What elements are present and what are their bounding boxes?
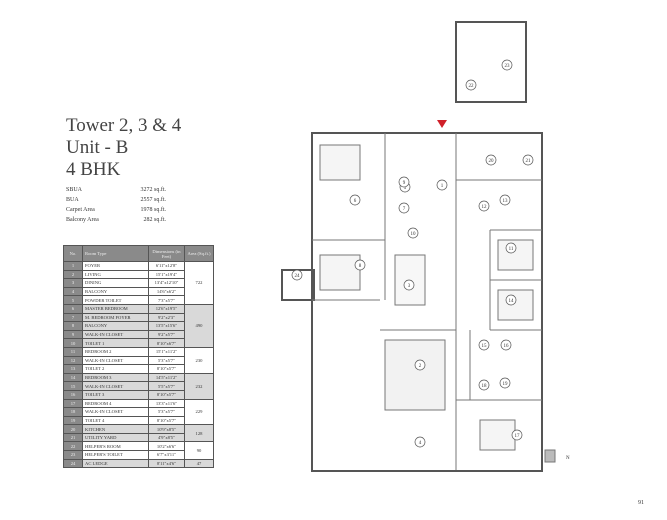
room-marker	[499, 194, 511, 206]
room-marker-label: 13	[503, 199, 509, 204]
area-value: 90	[184, 441, 214, 460]
bhk-title: 4 BHK	[66, 159, 121, 180]
spec-label: Balcony Area	[66, 217, 99, 223]
room-marker	[436, 179, 448, 191]
area-value: 232	[184, 372, 214, 400]
spec-row: SBUA 3272 sq.ft.	[66, 187, 176, 194]
spec-value: 1978 sq.ft.	[140, 207, 167, 213]
area-value: 490	[184, 303, 214, 348]
room-marker	[414, 436, 426, 448]
spec-value: 2557 sq.ft.	[140, 197, 167, 203]
area-value: 230	[184, 346, 214, 374]
area-value: 47	[184, 458, 214, 469]
room-marker	[505, 294, 517, 306]
entry-marker-icon	[437, 120, 447, 128]
room-marker-label: 10	[411, 232, 417, 237]
room-marker-label: 14	[509, 299, 515, 304]
header-room: Room Type	[82, 245, 149, 262]
room-marker-label: 11	[509, 247, 514, 252]
area-value: 229	[184, 398, 214, 426]
unit-title: Unit - B	[66, 137, 129, 158]
spec-label: SBUA	[66, 187, 83, 193]
room-marker-label: 3	[408, 284, 411, 289]
spec-value: 3272 sq.ft.	[140, 187, 167, 193]
room-marker-label: 19	[503, 382, 509, 387]
room-marker	[398, 176, 410, 188]
room-marker-label: 6	[354, 199, 357, 204]
room-marker-label: 20	[489, 159, 495, 164]
room-marker	[511, 429, 523, 441]
room-marker-label: 16	[504, 344, 510, 349]
room-marker-label: 15	[482, 344, 488, 349]
area-value: 722	[184, 261, 214, 305]
room-marker	[478, 379, 490, 391]
room-marker-label: 4	[419, 441, 422, 446]
spec-row: BUA 2557 sq.ft.	[66, 197, 176, 204]
room-marker	[349, 194, 361, 206]
room-marker	[478, 200, 490, 212]
helper-block-wall	[455, 21, 527, 103]
room-marker	[465, 79, 477, 91]
room-marker-label: 21	[526, 159, 532, 164]
room-marker-label: 5	[404, 186, 407, 191]
room-marker	[354, 259, 366, 271]
room-marker-label: 1	[441, 184, 444, 189]
room-marker	[501, 59, 513, 71]
room-marker-label: 17	[515, 434, 521, 439]
room-marker-label: 23	[505, 64, 511, 69]
room-marker	[407, 227, 419, 239]
room-marker-label: 22	[469, 84, 475, 89]
spec-value: 282 sq.ft.	[143, 217, 167, 223]
room-marker	[291, 269, 303, 281]
spec-row: Carpet Area 1978 sq.ft.	[66, 207, 176, 214]
room-table: No. Room Type Dimensions (in Feet) Area …	[63, 245, 214, 469]
header-area: Area (Sq.ft.)	[184, 245, 214, 262]
room-marker	[505, 242, 517, 254]
room-marker-label: 7	[403, 207, 406, 212]
room-marker-label: 2	[419, 364, 422, 369]
room-marker	[485, 154, 497, 166]
room-marker-label: 8	[359, 264, 362, 269]
compass-label: N	[566, 456, 570, 461]
room-marker	[499, 377, 511, 389]
compass-icon	[544, 449, 556, 463]
spec-label: Carpet Area	[66, 207, 95, 213]
header-dim: Dimensions (in Feet)	[148, 245, 185, 262]
room-marker-label: 12	[482, 205, 488, 210]
room-marker-label: 9	[403, 181, 406, 186]
page-number: 91	[638, 500, 644, 506]
room-marker	[414, 359, 426, 371]
header-no: No.	[63, 245, 83, 262]
outer-wall	[311, 132, 543, 472]
room-marker	[522, 154, 534, 166]
room-marker	[403, 279, 415, 291]
room-marker	[398, 202, 410, 214]
room-marker-label: 18	[482, 384, 488, 389]
room-marker	[478, 339, 490, 351]
spec-label: BUA	[66, 197, 79, 203]
spec-row: Balcony Area 282 sq.ft.	[66, 217, 176, 224]
room-marker-label: 24	[295, 274, 301, 279]
tower-title: Tower 2, 3 & 4	[66, 115, 182, 136]
room-marker	[500, 339, 512, 351]
